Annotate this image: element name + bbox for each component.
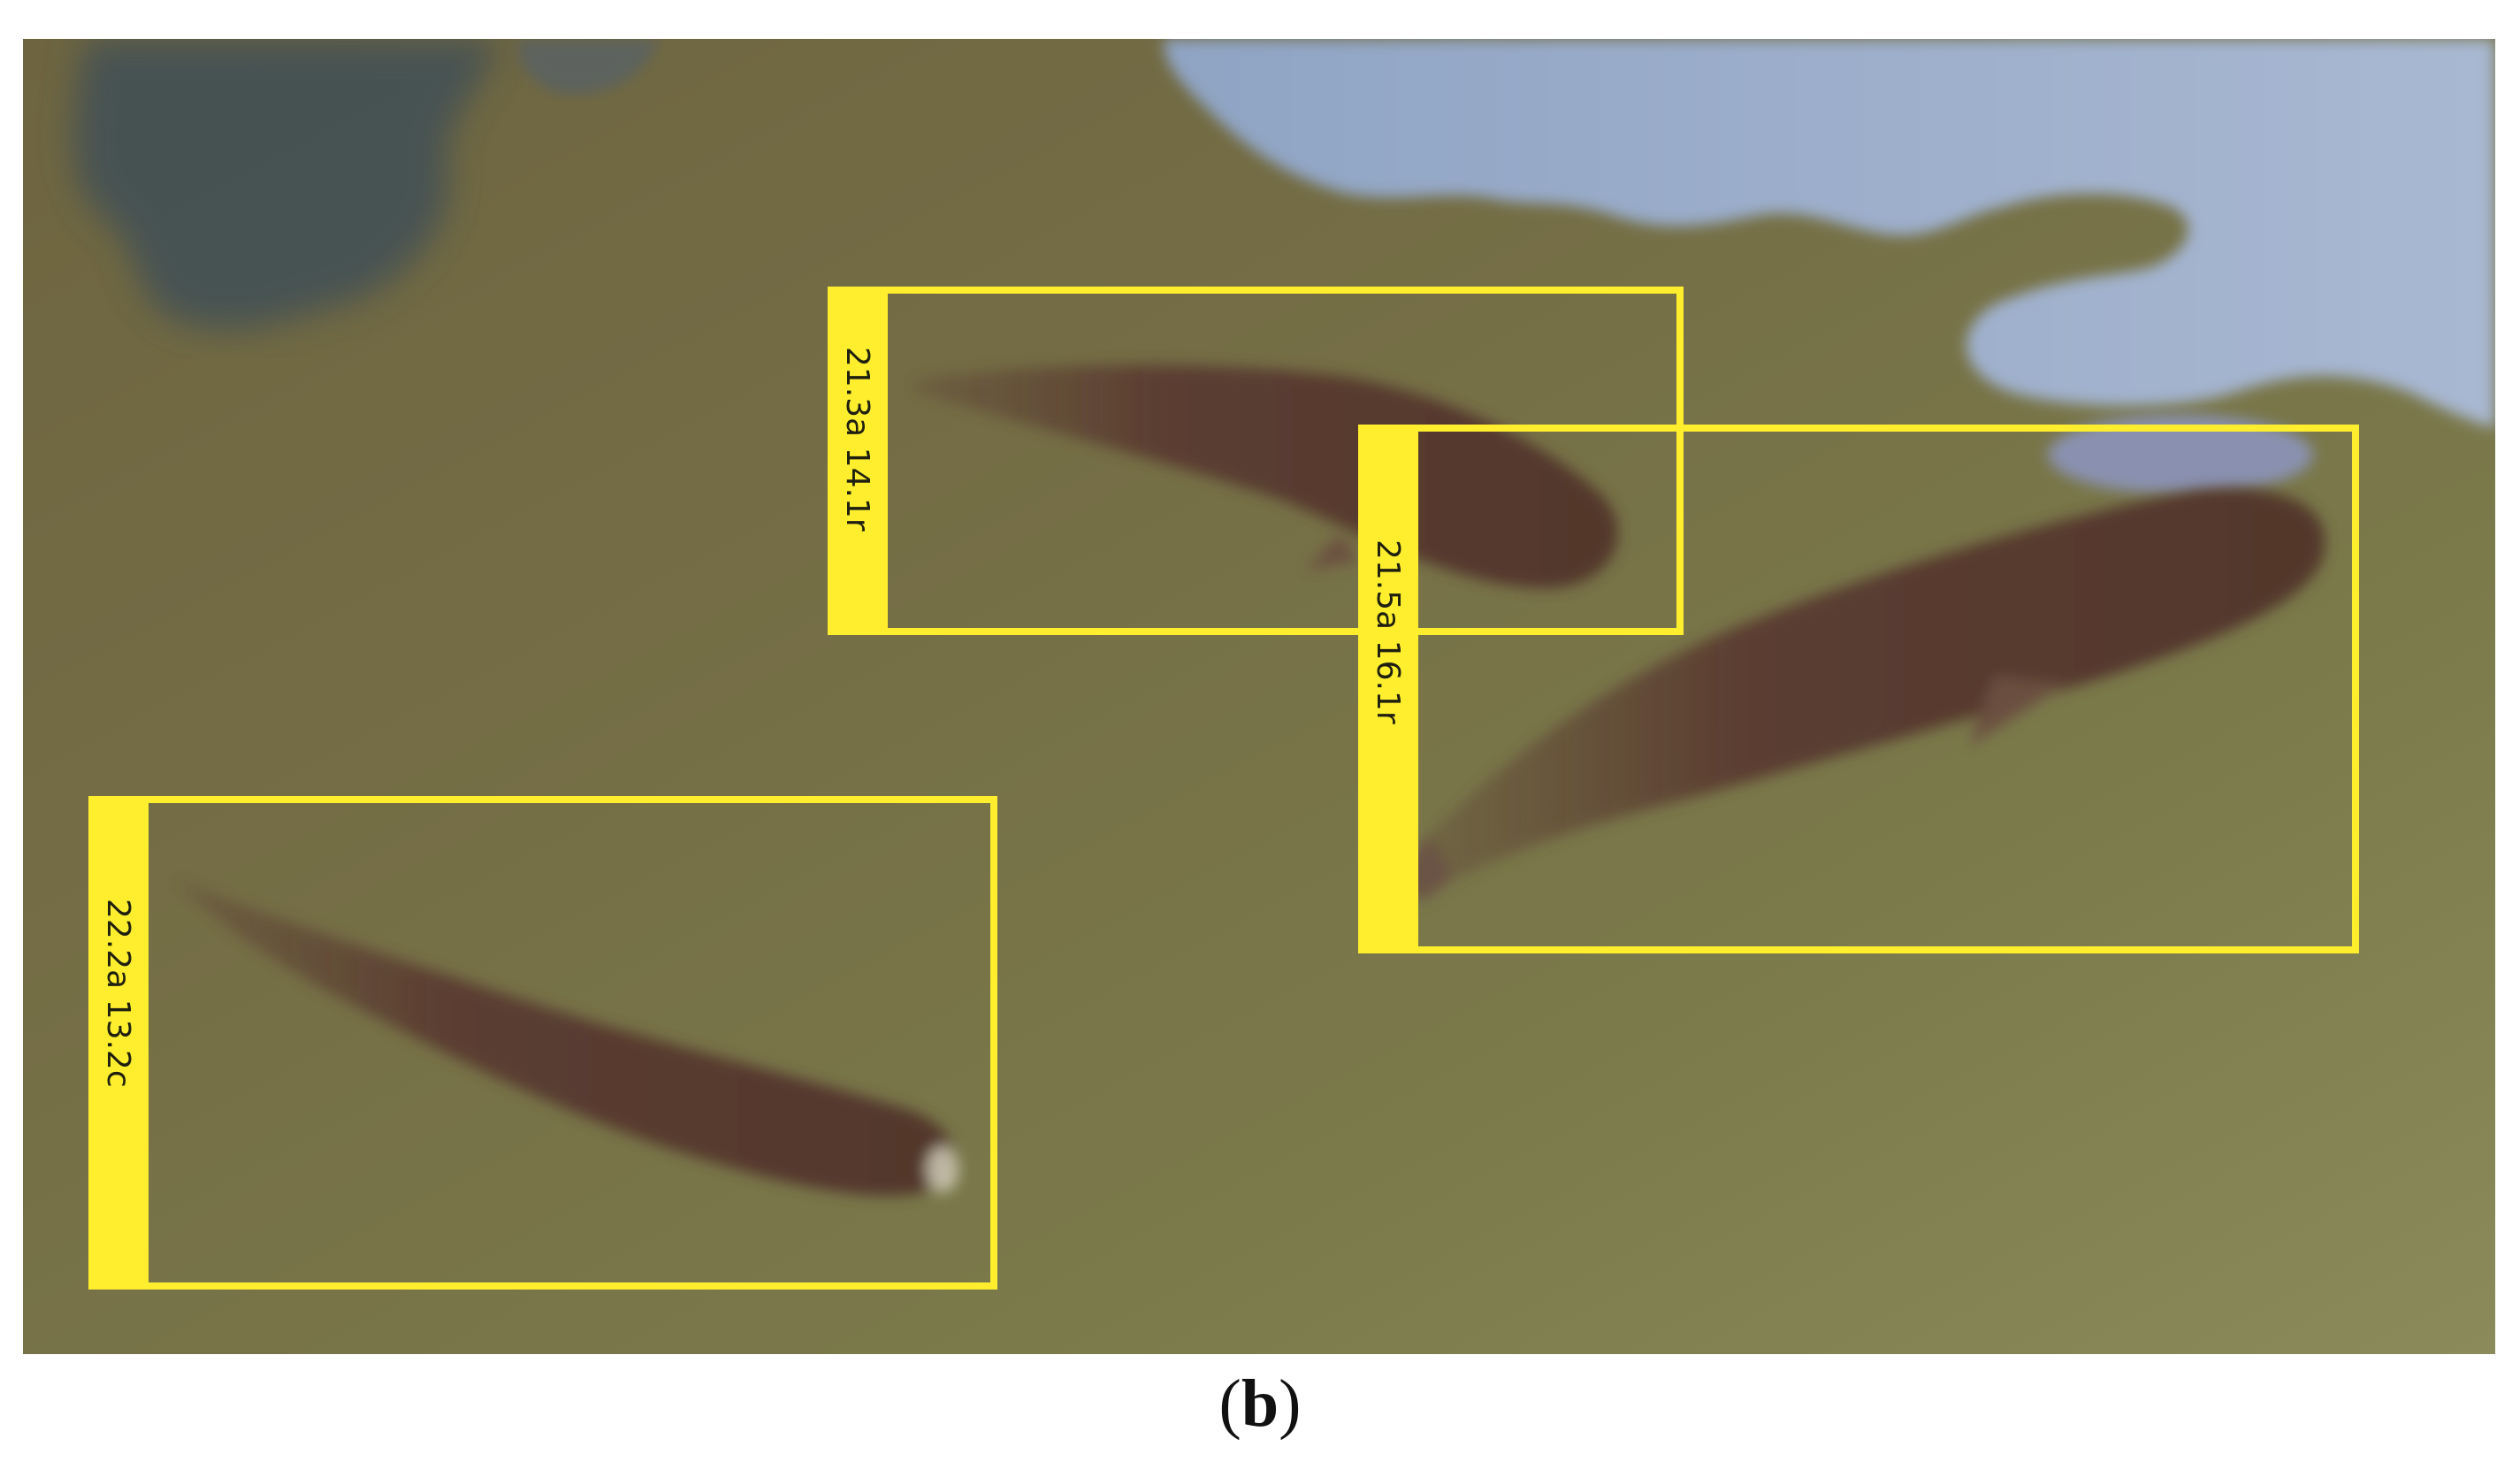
dark-reflection [73,39,500,330]
sky-patch [2048,415,2313,494]
detection-label-fish-3: 22.2a 13.2c [100,899,136,1088]
detection-label-fish-1: 21.3a 14.1r [839,347,875,532]
figure-caption: (b) [0,1355,2520,1452]
caption-letter: b [1241,1366,1279,1441]
water-background [23,39,2495,1354]
small-reflection [518,39,660,95]
detection-box-fish-1: 21.3a 14.1r [828,287,1684,635]
fish-3-shape [173,879,958,1197]
fish-detection-photo: 21.3a 14.1r 21.5a 16.1r 22.2a 13.2c [23,39,2495,1354]
sky-reflection [1164,39,2495,428]
fish-1-shape [916,364,1618,588]
caption-open-paren: ( [1218,1366,1241,1441]
caption-close-paren: ) [1279,1366,1302,1441]
photo-canvas: 21.3a 14.1r 21.5a 16.1r 22.2a 13.2c [23,39,2495,1354]
fish-2-shape [1408,488,2325,901]
detection-box-fish-2: 21.5a 16.1r [1358,425,2359,953]
detection-label-fish-2: 21.5a 16.1r [1370,540,1406,724]
detection-box-fish-3: 22.2a 13.2c [88,796,997,1290]
